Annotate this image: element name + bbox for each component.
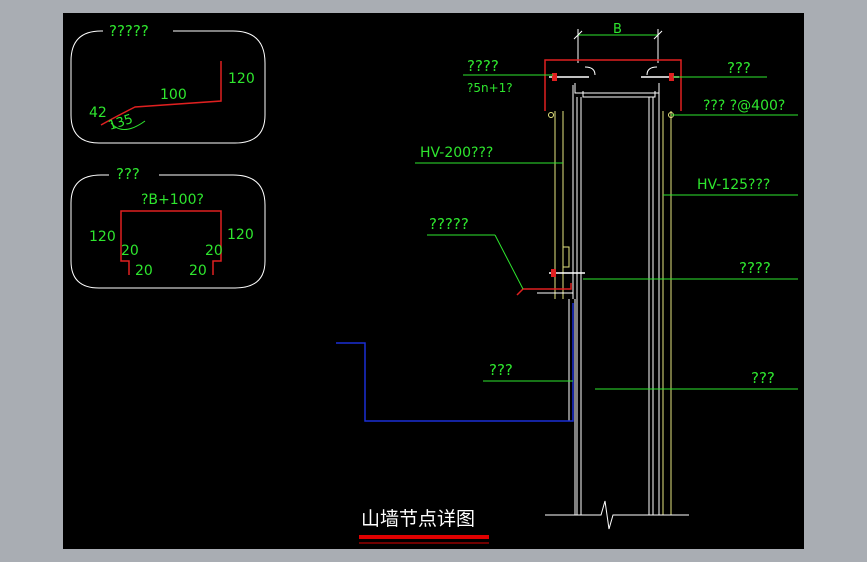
gutter-profile [336, 303, 574, 422]
detail-1-title: ????? [109, 22, 149, 40]
detail-1-dim-120: 120 [228, 71, 255, 87]
drawing-title: 山墙节点详图 [361, 508, 475, 530]
ridge-flashing [544, 59, 682, 111]
top-channel-inner [582, 91, 656, 98]
detail-1-profile [100, 61, 222, 126]
detail-2-frame [70, 174, 266, 289]
detail-1-frame [70, 30, 266, 144]
top-channel [574, 83, 660, 94]
detail-2-title: ??? [116, 165, 140, 183]
detail-1: ????? 120 100 42 135 [70, 21, 266, 144]
detail-2-profile [120, 210, 222, 275]
label-hv125: HV-125??? [697, 177, 770, 193]
detail-1-dim-135: 135 [107, 112, 135, 134]
detail-2-dim-20-b: 20 [135, 263, 153, 279]
label-hv200: HV-200??? [420, 145, 493, 161]
title-underline-thick [359, 535, 489, 539]
detail-1-dim-42: 42 [89, 105, 107, 121]
detail-2-dim-20-d: 20 [189, 263, 207, 279]
detail-2: ??? ?B+100? 120 120 20 20 20 20 [70, 163, 266, 289]
detail-1-angle-arc [110, 120, 146, 130]
dim-b-label: B [613, 22, 622, 37]
label-anchor: ??? ?@400? [703, 98, 785, 114]
dim-b-tick-left [573, 30, 583, 40]
bracket-angle [537, 277, 574, 294]
hook [584, 66, 596, 76]
label-top-right: ??? [727, 59, 751, 77]
detail-2-dim-top: ?B+100? [141, 192, 204, 208]
detail-2-dim-120-left: 120 [89, 229, 116, 245]
detail-1-dim-100: 100 [160, 87, 187, 103]
dim-b-tick-right [653, 30, 663, 40]
leader-bracket-d [494, 234, 524, 290]
bolt-head [551, 269, 556, 277]
gable-wall-detail-drawing: ????? 120 100 42 135 ??? ?B+100? 120 120… [70, 21, 798, 544]
label-top-left-sub: ?5n+1? [467, 81, 513, 95]
detail-2-dim-120-right: 120 [227, 227, 254, 243]
label-low-right: ??? [751, 369, 775, 387]
break-line [545, 500, 689, 530]
label-top-left: ???? [467, 57, 499, 75]
label-low-left: ??? [489, 361, 513, 379]
detail-2-dim-20-c: 20 [205, 243, 223, 259]
panel-clip [562, 246, 570, 268]
fastener-dot [548, 112, 554, 118]
hook [646, 66, 658, 76]
label-bracket: ????? [429, 215, 469, 233]
bolt-head [669, 73, 674, 81]
main-section: B [336, 22, 798, 530]
detail-2-dim-20-a: 20 [121, 243, 139, 259]
gutter-flashing [516, 283, 572, 296]
bolt-head [552, 73, 557, 81]
label-mid-right: ???? [739, 259, 771, 277]
drawing-canvas[interactable]: ????? 120 100 42 135 ??? ?B+100? 120 120… [63, 13, 804, 549]
